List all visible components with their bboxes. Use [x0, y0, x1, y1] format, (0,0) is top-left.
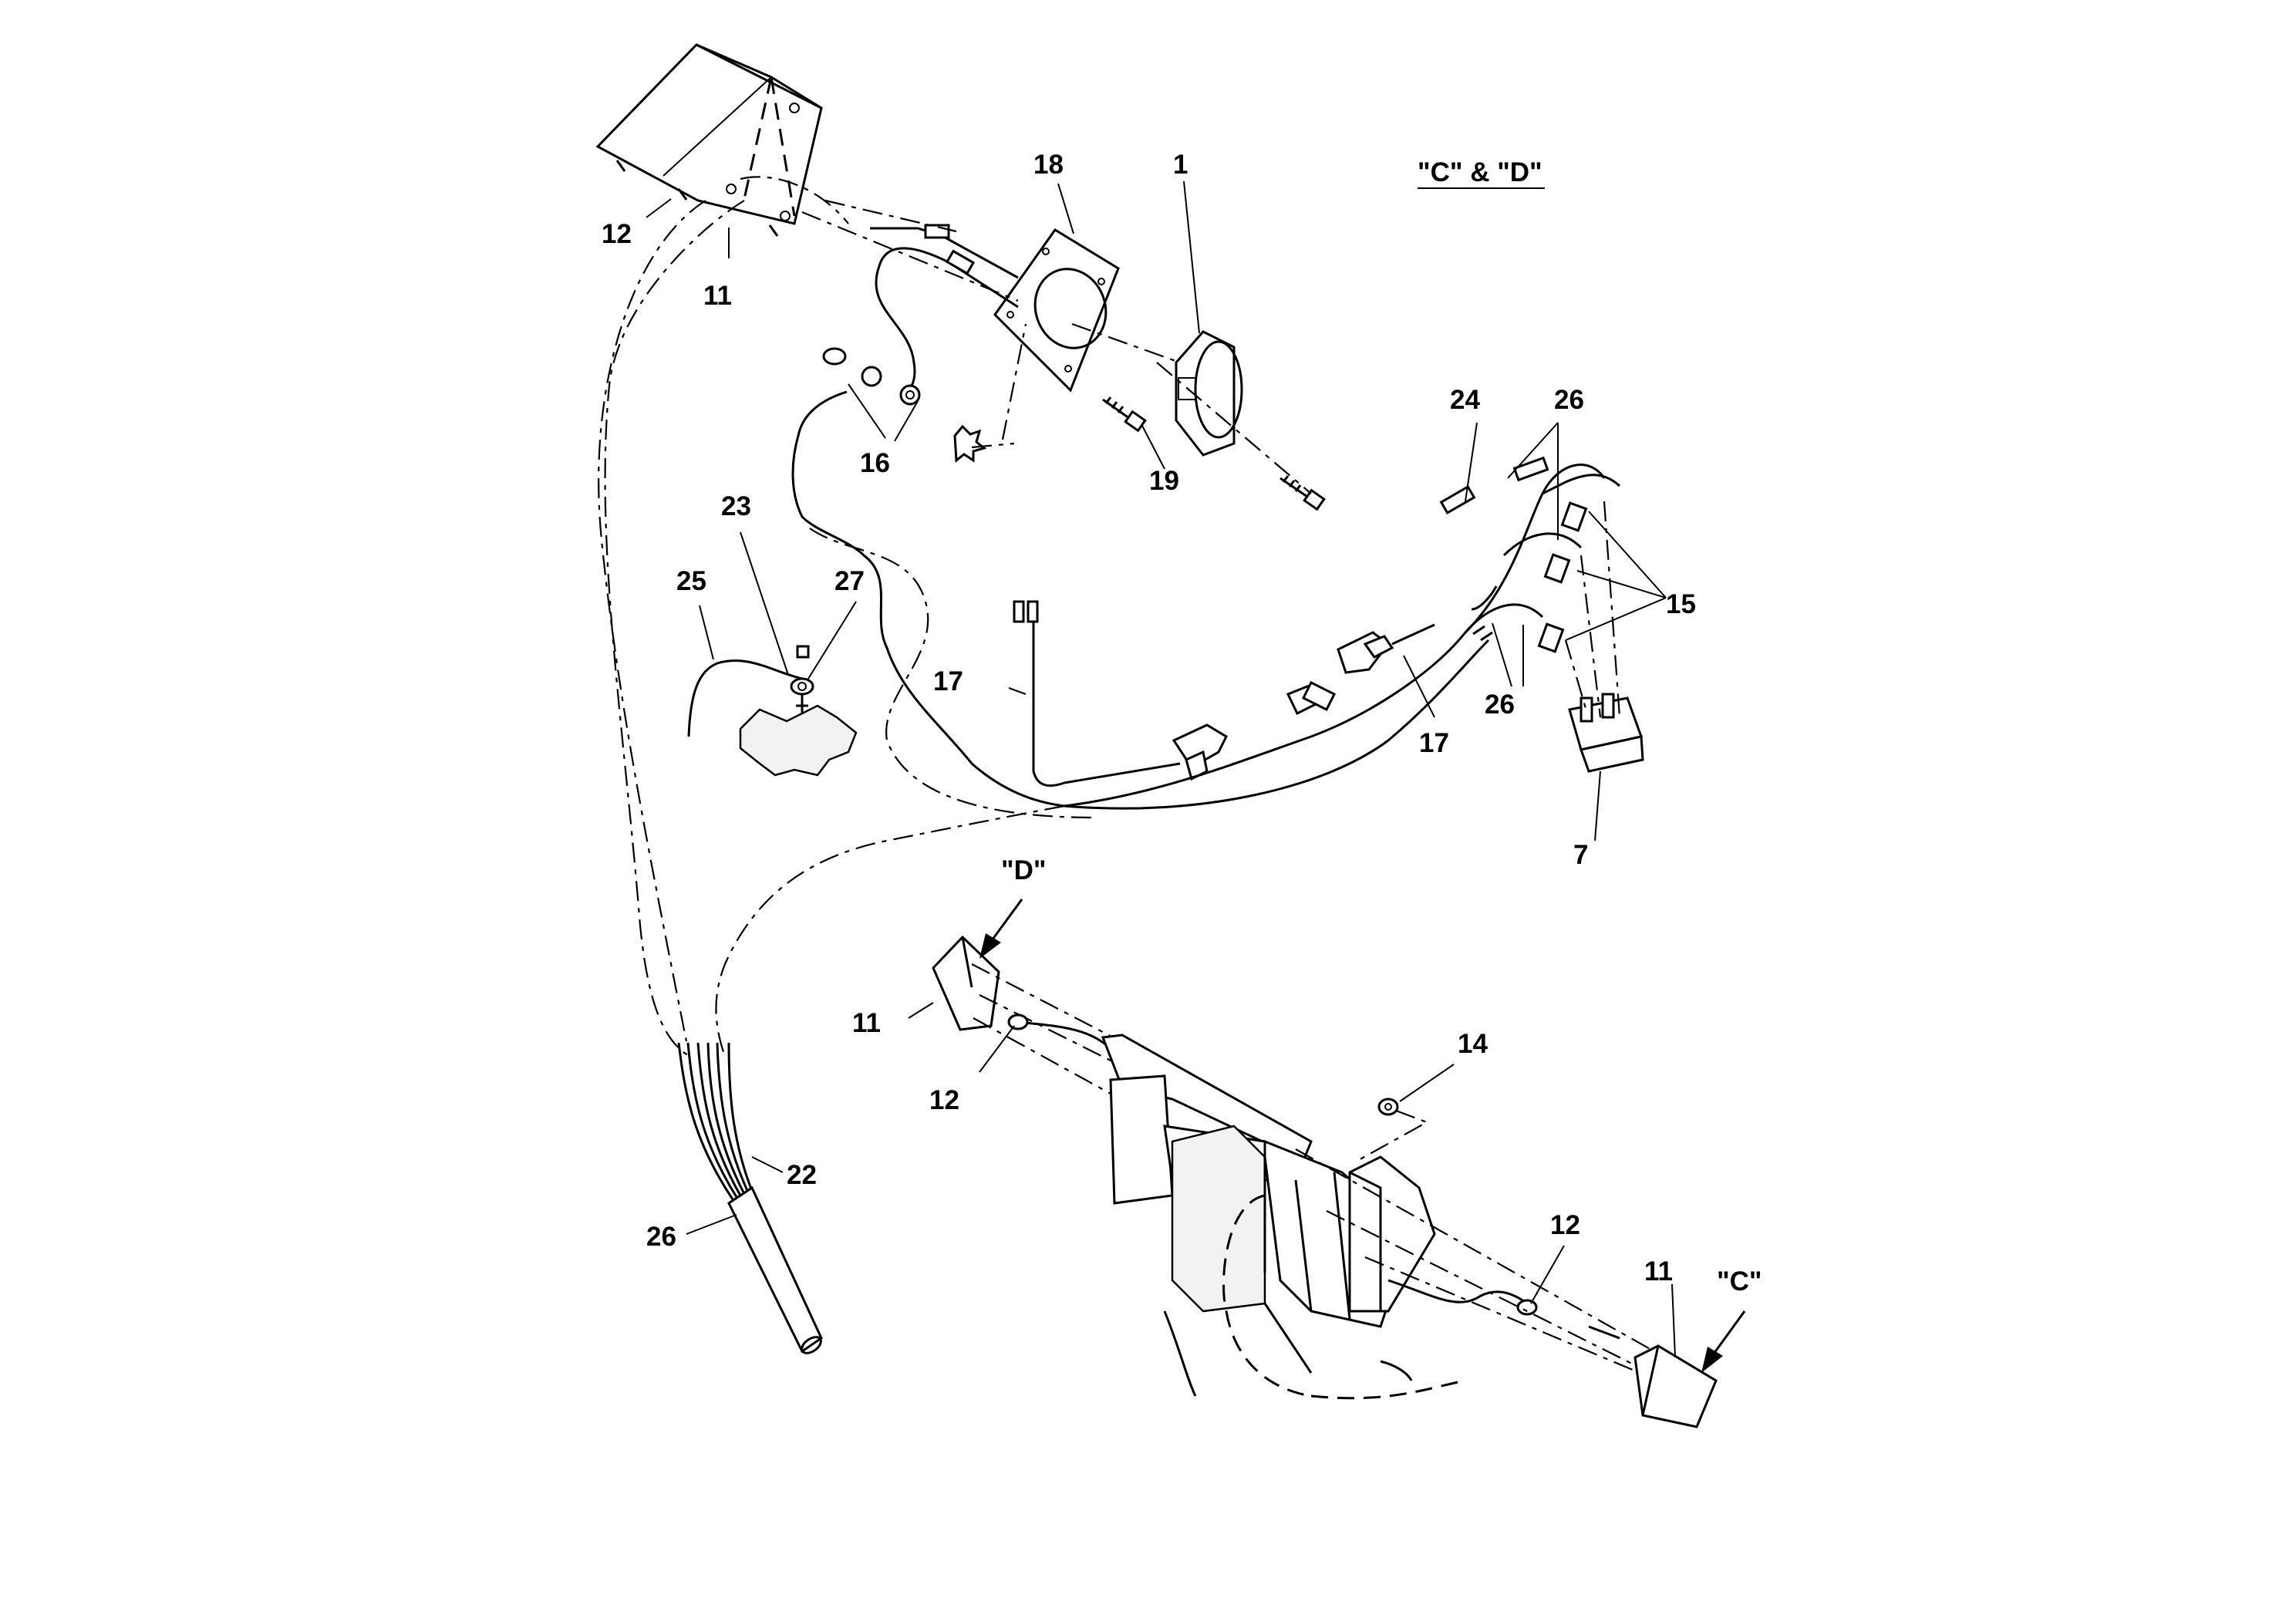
callout-27: 27 — [834, 566, 865, 596]
callout-26-top: 26 — [1554, 385, 1584, 415]
leader-lines — [646, 180, 1676, 1358]
callout-26-bundle: 26 — [646, 1222, 676, 1252]
callout-22: 22 — [787, 1160, 817, 1190]
screws — [1102, 396, 1326, 511]
gauge-mounting-plate — [993, 228, 1120, 393]
callout-11-c: 11 — [1644, 1256, 1673, 1286]
view-arrow-d: "D" — [979, 855, 1046, 959]
view-label-c: "C" — [1717, 1266, 1762, 1297]
callout-26-mid: 26 — [1485, 690, 1515, 720]
callout-25: 25 — [676, 566, 706, 596]
view-label-d: "D" — [1001, 855, 1046, 885]
callout-12: 12 — [602, 219, 632, 249]
callout-12-d: 12 — [929, 1085, 959, 1115]
ground-assembly — [687, 645, 858, 777]
callout-18: 18 — [1033, 150, 1064, 180]
main-harness — [801, 456, 1644, 810]
lower-console-assembly — [932, 935, 1718, 1428]
callout-17-right: 17 — [1419, 728, 1449, 758]
callout-19: 19 — [1149, 466, 1179, 496]
view-arrow-c: "C" — [1701, 1266, 1762, 1373]
routing-lines-upper — [598, 176, 1312, 1057]
callout-16: 16 — [860, 448, 890, 478]
gauge — [1175, 330, 1243, 457]
callout-7: 7 — [1573, 840, 1588, 870]
callout-23: 23 — [721, 491, 751, 521]
instrument-housing-upper — [595, 43, 823, 237]
callout-14: 14 — [1458, 1029, 1488, 1059]
view-title: "C" & "D" — [1418, 157, 1542, 187]
callout-15: 15 — [1666, 589, 1696, 619]
lamp-sockets — [791, 224, 1019, 518]
wire-bundle — [677, 1042, 823, 1354]
callout-1: 1 — [1173, 150, 1188, 180]
callout-11-d: 11 — [852, 1008, 881, 1038]
callout-labels: 12 11 18 1 16 19 23 25 27 24 26 15 17 17… — [602, 150, 1696, 1286]
callout-11: 11 — [703, 281, 732, 311]
callout-12-c: 12 — [1550, 1210, 1580, 1240]
callout-24: 24 — [1450, 385, 1480, 415]
callout-17-left: 17 — [933, 666, 963, 696]
